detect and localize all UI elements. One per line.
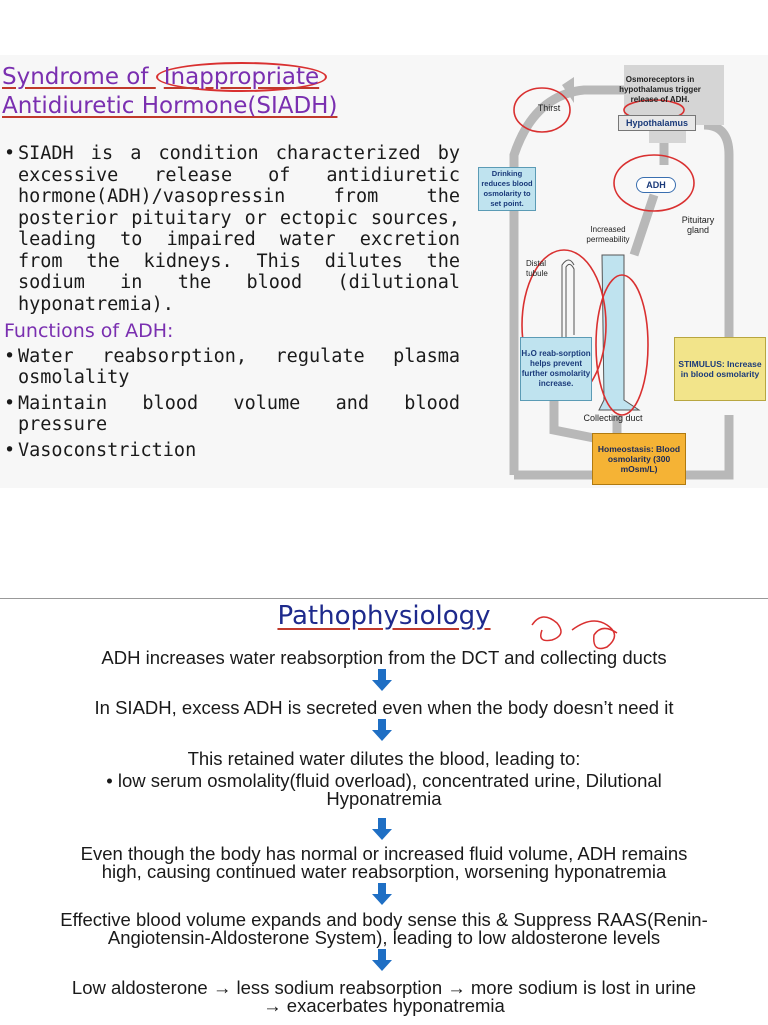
adh-node: ADH [636, 177, 676, 193]
step-4: Even though the body has normal or incre… [0, 843, 768, 882]
step-line: In SIADH, excess ADH is secreted even wh… [94, 697, 674, 718]
step-3: This retained water dilutes the blood, l… [0, 748, 768, 809]
title-highlight: Inappropriate [155, 62, 328, 92]
step-1: ADH increases water reabsorption from th… [0, 647, 768, 668]
definition-bullet: SIADH is a condition characterized by ex… [4, 143, 460, 315]
step-line: Even though the body has normal or incre… [80, 843, 688, 864]
h2o-reabsorption-box: H₂O reab-sorption helps prevent further … [520, 337, 592, 401]
diagram-arrows [509, 65, 734, 480]
slide1-body: SIADH is a condition characterized by ex… [4, 143, 460, 465]
pituitary-label: Pituitary gland [681, 215, 715, 235]
siadh-slide: Syndrome of Inappropriate Antidiuretic H… [0, 55, 768, 488]
title-line1-prefix: Syndrome of [2, 64, 156, 90]
down-arrow-icon [372, 883, 392, 905]
function-item: Maintain blood volume and blood pressure [4, 393, 460, 436]
function-item: Vasoconstriction [4, 440, 460, 462]
down-arrow-icon [372, 669, 392, 691]
hypothalamus-box: Hypothalamus [618, 115, 696, 131]
step-line: high, causing continued water reabsorpti… [101, 861, 667, 882]
step-line: ADH increases water reabsorption from th… [101, 647, 667, 668]
down-arrow-icon [372, 818, 392, 840]
functions-heading: Functions of ADH: [4, 320, 174, 342]
pathophysiology-title: Pathophysiology [277, 601, 491, 631]
stimulus-box: STIMULUS: Increase in blood osmolarity [674, 337, 766, 401]
slide1-title: Syndrome of Inappropriate Antidiuretic H… [2, 62, 472, 121]
step-line: Angiotensin-Aldosterone System), leading… [107, 927, 661, 948]
thirst-label: Thirst [537, 103, 561, 113]
step-line: • low serum osmolality(fluid overload), … [106, 770, 662, 791]
osmoreceptors-label: Osmoreceptors in hypothalamus trigger re… [619, 75, 701, 104]
function-item: Water reabsorption, regulate plasma osmo… [4, 346, 460, 389]
step-5: Effective blood volume expands and body … [0, 909, 768, 948]
homeostasis-box: Homeostasis: Blood osmolarity (300 mOsm/… [592, 433, 686, 485]
drinking-box: Drinking reduces blood osmolarity to set… [478, 167, 536, 211]
down-arrow-icon [372, 949, 392, 971]
permeability-label: Increased permeability [586, 225, 630, 244]
distal-tubule-label: Distal tubule [526, 259, 548, 278]
step-6: Low aldosterone → less sodium reabsorpti… [0, 977, 768, 1016]
step-line: Effective blood volume expands and body … [60, 909, 708, 930]
step-line: → exacerbates hyponatremia [263, 995, 505, 1016]
step-2: In SIADH, excess ADH is secreted even wh… [0, 697, 768, 718]
down-arrow-icon [372, 719, 392, 741]
adh-feedback-diagram: Osmoreceptors in hypothalamus trigger re… [474, 55, 768, 488]
collecting-duct-label: Collecting duct [583, 413, 643, 423]
annotation-scribble-icon [531, 616, 618, 650]
step-line: Hyponatremia [326, 788, 442, 809]
pathophysiology-slide: Pathophysiology ADH increases water reab… [0, 598, 768, 1025]
step-line: This retained water dilutes the blood, l… [187, 748, 581, 769]
step-line: Low aldosterone → less sodium reabsorpti… [71, 977, 697, 998]
title-line2: Antidiuretic Hormone(SIADH) [2, 93, 338, 119]
